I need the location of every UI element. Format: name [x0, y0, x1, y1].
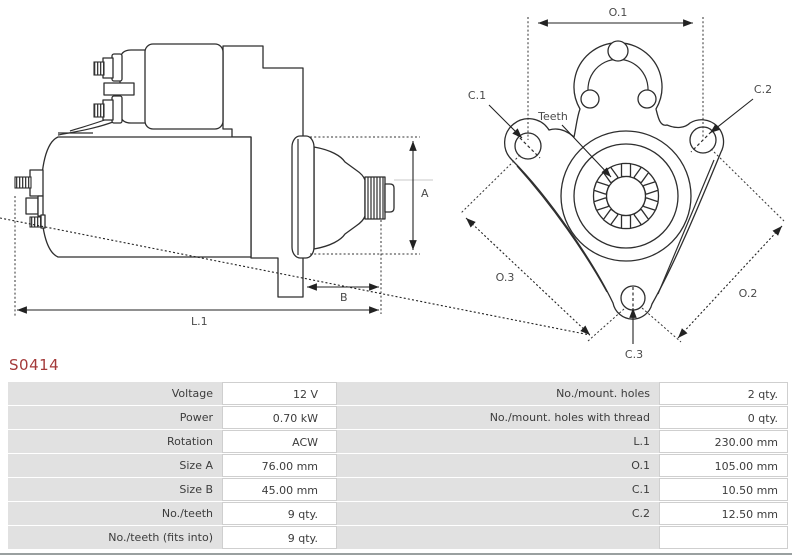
- spec-label: No./mount. holes with thread: [337, 406, 659, 429]
- table-row: Power 0.70 kW No./mount. holes with thre…: [8, 406, 788, 429]
- dim-label-c2: C.2: [754, 83, 772, 96]
- dim-label-a: A: [421, 187, 429, 200]
- teeth-label: Teeth: [537, 110, 568, 123]
- rear-stud-icon: [29, 216, 42, 228]
- rear-stud-plate: [40, 214, 46, 229]
- rear-bolt: [25, 197, 39, 215]
- pinion-gear-icon: [364, 176, 395, 220]
- spec-label: Voltage: [8, 382, 222, 405]
- spec-value: 12 V: [222, 382, 337, 405]
- table-row: No./teeth (fits into) 9 qty.: [8, 526, 788, 549]
- spec-label: No./teeth: [8, 502, 222, 525]
- spec-label: [337, 526, 659, 549]
- leader-c1: [488, 104, 523, 139]
- spec-value: 9 qty.: [222, 502, 337, 525]
- table-row: No./teeth 9 qty. C.2 12.50 mm: [8, 502, 788, 525]
- spec-value: ACW: [222, 430, 337, 453]
- rear-block: [29, 169, 44, 197]
- drive-nose-cone: [313, 146, 366, 250]
- dim-label-o1: O.1: [609, 6, 628, 19]
- solenoid-body: [144, 43, 224, 130]
- spec-label: Size A: [8, 454, 222, 477]
- spec-label: O.1: [337, 454, 659, 477]
- spec-label: L.1: [337, 430, 659, 453]
- table-row: Voltage 12 V No./mount. holes 2 qty.: [8, 382, 788, 405]
- dim-label-o2: O.2: [739, 287, 758, 300]
- gear-icon: [592, 162, 660, 230]
- spec-value: 105.00 mm: [659, 454, 788, 477]
- spec-value: 10.50 mm: [659, 478, 788, 501]
- side-view-drawing: A B L.1: [14, 43, 433, 328]
- table-row: Size A 76.00 mm O.1 105.00 mm: [8, 454, 788, 477]
- arch-leg-hole: [637, 89, 657, 109]
- spec-value: [659, 526, 788, 549]
- spec-label: No./mount. holes: [337, 382, 659, 405]
- arch-top-hole: [607, 40, 629, 62]
- spec-label: Size B: [8, 478, 222, 501]
- spec-label: C.2: [337, 502, 659, 525]
- wire: [57, 121, 114, 136]
- dim-extension: [710, 148, 785, 222]
- spec-value: 45.00 mm: [222, 478, 337, 501]
- spec-label: No./teeth (fits into): [8, 526, 222, 549]
- dim-label-c3: C.3: [625, 348, 643, 361]
- terminal-stud-icon: [93, 103, 105, 118]
- dim-label-o3: O.3: [496, 271, 515, 284]
- dim-label-c1: C.1: [468, 89, 486, 102]
- spec-value: 12.50 mm: [659, 502, 788, 525]
- section-divider: [0, 553, 792, 555]
- terminal-stud-icon: [93, 61, 105, 76]
- dim-line-o2: [677, 225, 783, 339]
- spec-value: 76.00 mm: [222, 454, 337, 477]
- spec-value: 230.00 mm: [659, 430, 788, 453]
- dim-label-l1: L.1: [191, 315, 208, 328]
- rear-bolt-flange: [37, 195, 44, 217]
- spec-label: Power: [8, 406, 222, 429]
- spec-value: 9 qty.: [222, 526, 337, 549]
- front-view-drawing: O.1 C.1 C.2 Teeth O.3 O.2 C.3: [0, 6, 785, 361]
- table-row: Size B 45.00 mm C.1 10.50 mm: [8, 478, 788, 501]
- hole-centerline: [515, 133, 541, 159]
- dim-line-o3-arrows: [465, 217, 591, 336]
- arch-leg-hole: [580, 89, 600, 109]
- solenoid-bar: [103, 82, 135, 96]
- mounting-bracket: [222, 45, 304, 298]
- leader-c2: [709, 98, 754, 134]
- rear-stud-icon: [14, 176, 32, 189]
- motor-body: [40, 136, 252, 258]
- dim-label-b: B: [340, 291, 348, 304]
- leader-teeth: [561, 124, 612, 178]
- technical-drawing: A B L.1: [0, 6, 785, 361]
- spec-label: Rotation: [8, 430, 222, 453]
- spec-label: C.1: [337, 478, 659, 501]
- drive-flange-ring: [291, 135, 315, 259]
- table-row: Rotation ACW L.1 230.00 mm: [8, 430, 788, 453]
- spec-value: 2 qty.: [659, 382, 788, 405]
- spec-value: 0.70 kW: [222, 406, 337, 429]
- dim-extension: [641, 307, 682, 343]
- dim-extension: [460, 154, 521, 214]
- spec-table: Voltage 12 V No./mount. holes 2 qty. Pow…: [8, 382, 788, 550]
- spec-value: 0 qty.: [659, 406, 788, 429]
- part-number: S0414: [9, 356, 60, 374]
